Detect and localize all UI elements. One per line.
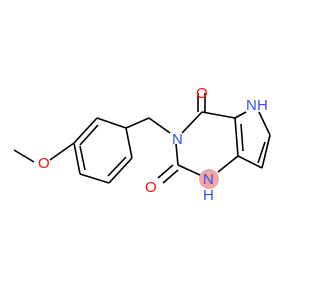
molecule-structure: O N O O N H N H	[13, 85, 271, 204]
atom-hydrogen-pyrrole: H	[257, 97, 268, 114]
atom-oxygen-bottom: O	[145, 179, 157, 196]
bond	[73, 117, 98, 144]
bonds	[13, 93, 271, 184]
bond	[181, 111, 203, 134]
bond	[125, 117, 150, 129]
structure-canvas: O N O O N H N H	[13, 85, 271, 204]
bond	[13, 149, 35, 163]
bond	[261, 134, 271, 169]
bond	[217, 155, 239, 173]
bond-inner	[257, 141, 266, 164]
bond	[125, 127, 133, 159]
bond	[234, 117, 239, 157]
bond	[175, 143, 179, 166]
bond	[258, 111, 271, 136]
bond-inner	[79, 124, 99, 146]
bond	[96, 117, 127, 129]
bond	[79, 173, 110, 184]
bond	[157, 164, 174, 179]
bond	[234, 111, 247, 119]
bond	[73, 142, 81, 175]
bond	[162, 169, 179, 184]
atom-nitrogen-pyrimidine: N	[203, 171, 214, 188]
bond	[148, 117, 171, 134]
bond-inner	[240, 123, 244, 152]
bond-inner	[107, 156, 127, 177]
bond	[237, 155, 263, 169]
atom-oxygen-methoxy: O	[38, 155, 50, 172]
bond	[177, 164, 201, 176]
bond-inner	[79, 145, 86, 171]
atom-nitrogen-ring: N	[172, 131, 183, 148]
bond	[49, 142, 75, 161]
nh-pyrimidine-highlight	[199, 169, 219, 189]
atom-hydrogen-pyrimidine: H	[203, 187, 214, 204]
bond	[108, 157, 133, 184]
atom-oxygen-top: O	[196, 85, 208, 102]
atom-nitrogen-pyrrole: N	[246, 97, 257, 114]
bond	[201, 111, 236, 119]
